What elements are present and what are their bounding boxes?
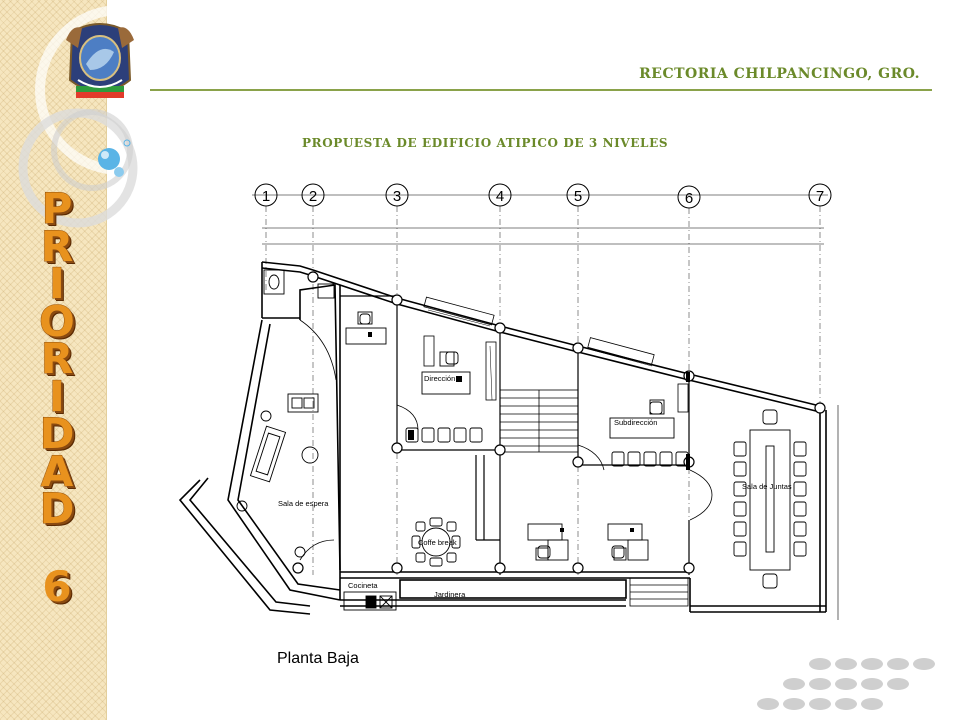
axis-label: 2 <box>309 188 317 205</box>
floor-label: Planta Baja <box>277 650 359 667</box>
columns <box>292 271 826 574</box>
priority-number: 6 <box>42 562 72 611</box>
meeting-table <box>733 409 807 589</box>
desks <box>263 269 675 561</box>
doors <box>299 319 713 561</box>
dimension-lines <box>262 227 839 620</box>
priority-letter: P <box>41 184 73 233</box>
priority-letter: A <box>40 446 74 496</box>
bubble-small <box>123 139 131 147</box>
priority-letter: R <box>40 221 74 271</box>
priority-word: P R I O R I D A D <box>33 184 81 533</box>
priority-letter: D <box>39 409 75 458</box>
chairs <box>405 427 689 467</box>
axis-label: 7 <box>816 188 824 205</box>
kitchenette <box>343 591 397 611</box>
axis-label: 4 <box>496 188 504 205</box>
floor-plan-drawing: 1 2 3 4 5 6 7 Sala de espera Coffe break… <box>178 183 839 620</box>
room-label-meeting: Sala de Juntas <box>742 482 792 491</box>
axis-labels: 1 2 3 4 5 6 7 <box>262 188 824 207</box>
university-crest-icon <box>66 23 134 98</box>
bubble-medium <box>114 167 124 177</box>
room-label-director: Dirección <box>424 374 455 383</box>
waiting-furniture <box>236 393 319 558</box>
axis-lines <box>265 206 821 575</box>
axis-label: 3 <box>393 188 401 205</box>
plan-title: PROPUESTA DE EDIFICIO ATIPICO DE 3 NIVEL… <box>302 136 669 150</box>
room-label-waiting: Sala de espera <box>278 499 329 508</box>
priority-letter: O <box>39 296 76 346</box>
room-label-garden: Jardinera <box>434 590 466 599</box>
axis-label: 6 <box>685 190 693 207</box>
coffee-table <box>411 517 461 567</box>
priority-letter: R <box>40 334 74 383</box>
room-labels: Sala de espera Coffe break Cocineta Jard… <box>278 374 792 599</box>
office-chairs <box>359 313 663 559</box>
room-label-kitchenette: Cocineta <box>348 581 378 590</box>
axis-label: 1 <box>262 188 270 205</box>
room-label-coffee: Coffe break <box>418 538 457 547</box>
decorative-dots <box>757 658 935 710</box>
priority-letter: I <box>49 371 66 421</box>
dark-marks <box>368 332 690 532</box>
priority-letter: I <box>49 259 66 308</box>
cabinets <box>423 296 689 413</box>
header-divider <box>150 89 932 91</box>
header-title: RECTORIA CHILPANCINGO, GRO. <box>639 66 920 82</box>
axis-markers <box>252 183 832 209</box>
room-label-subdirector: Subdirección <box>614 418 657 427</box>
exterior-walls <box>178 261 827 615</box>
priority-letter: D <box>39 484 75 533</box>
axis-label: 5 <box>574 188 582 205</box>
cabinet-hatching <box>427 309 653 401</box>
stairs <box>499 389 689 607</box>
interior-walls <box>340 295 690 575</box>
